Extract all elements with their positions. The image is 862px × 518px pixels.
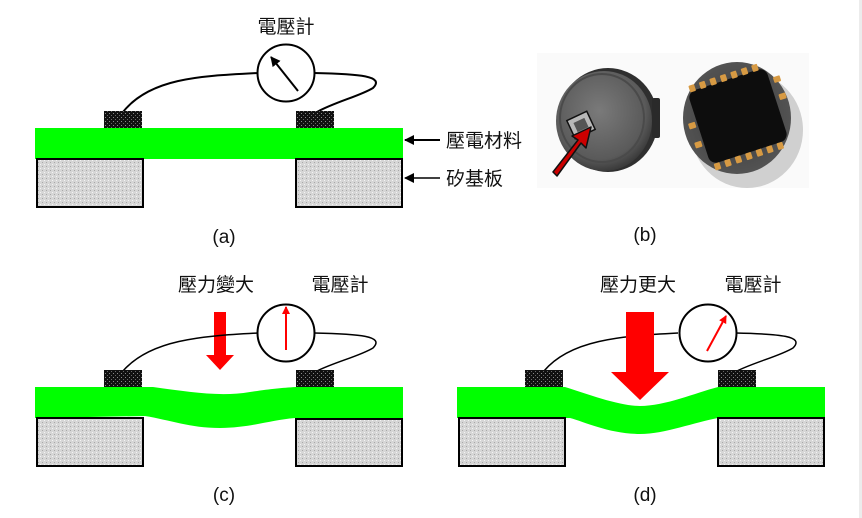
substrate-right bbox=[295, 158, 403, 208]
panel-c: 壓力變大 電壓計 (c) bbox=[35, 274, 403, 506]
voltmeter bbox=[256, 43, 316, 103]
sensor-photo bbox=[537, 53, 809, 188]
force-label: 壓力變大 bbox=[178, 274, 254, 296]
electrode-left bbox=[104, 111, 142, 129]
wire-right bbox=[313, 332, 377, 372]
piezo-layer-bent bbox=[457, 387, 825, 434]
silicon-substrate-label: 矽基板 bbox=[446, 168, 503, 190]
substrate-left bbox=[36, 158, 144, 208]
substrate-right bbox=[295, 418, 403, 467]
substrate-left bbox=[458, 417, 566, 467]
electrode-left bbox=[525, 370, 563, 388]
wire-left bbox=[543, 332, 679, 372]
electrode-right bbox=[296, 370, 334, 388]
location-pointer-arrow-icon bbox=[552, 126, 592, 177]
voltmeter-label: 電壓計 bbox=[257, 16, 314, 38]
piezo-material-label: 壓電材料 bbox=[446, 130, 522, 152]
voltmeter-label: 電壓計 bbox=[311, 274, 368, 296]
piezo-layer bbox=[35, 128, 403, 159]
panel-d: 壓力更大 電壓計 (d) bbox=[457, 274, 825, 506]
electrode-left bbox=[104, 370, 142, 388]
panel-a: 電壓計 壓電材料 矽基板 (a) bbox=[35, 16, 522, 248]
substrate-left bbox=[36, 417, 144, 467]
voltmeter bbox=[256, 303, 316, 363]
force-arrow-icon bbox=[611, 312, 669, 400]
wire-right bbox=[313, 72, 377, 113]
caption-b: (b) bbox=[633, 225, 656, 246]
piezo-layer-bent bbox=[35, 387, 403, 428]
wire-left bbox=[122, 72, 259, 113]
force-label: 壓力更大 bbox=[600, 274, 676, 296]
right-border bbox=[859, 0, 862, 518]
panel-b: (b) bbox=[537, 53, 809, 246]
substrate-right bbox=[717, 417, 825, 467]
voltmeter-needle-icon bbox=[706, 315, 727, 352]
caption-a: (a) bbox=[212, 227, 235, 248]
voltmeter-label: 電壓計 bbox=[724, 274, 781, 296]
electrode-right bbox=[718, 370, 756, 388]
electrode-right bbox=[296, 111, 334, 129]
sensor-top-view bbox=[552, 68, 660, 177]
sensor-bottom-view bbox=[683, 62, 803, 188]
voltmeter bbox=[678, 303, 738, 363]
wire-left bbox=[122, 332, 259, 372]
caption-d: (d) bbox=[633, 485, 656, 506]
force-arrow-icon bbox=[206, 312, 234, 370]
wire-right bbox=[735, 332, 797, 372]
caption-c: (c) bbox=[213, 485, 235, 506]
voltmeter-needle-icon bbox=[270, 56, 299, 92]
